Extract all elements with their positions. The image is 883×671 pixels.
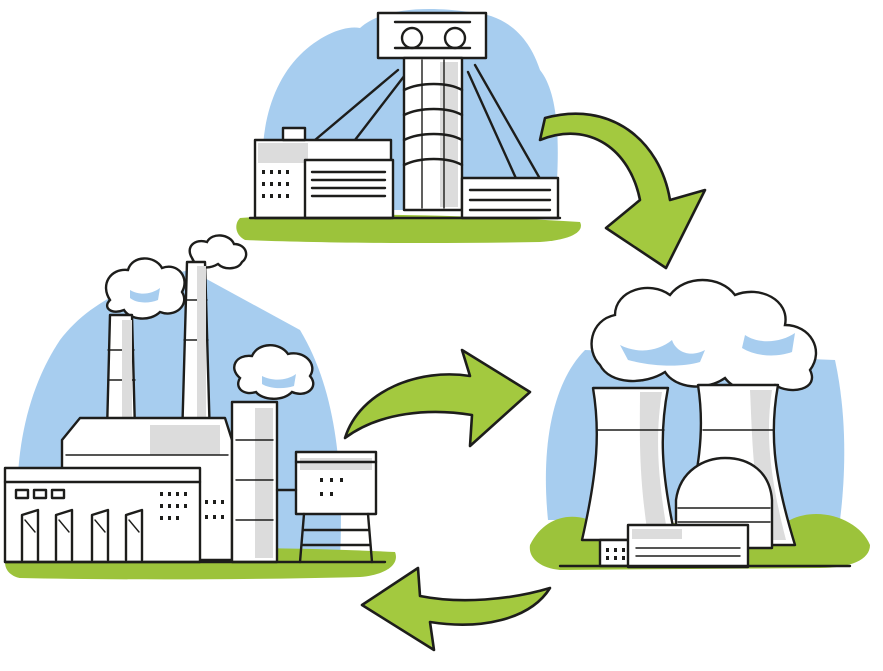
tank-windows <box>320 478 343 496</box>
nuclear-steam-cloud <box>590 278 817 393</box>
mine-windows <box>262 170 289 198</box>
mine-wheel-right <box>443 26 467 50</box>
mine-right-building <box>460 176 560 220</box>
nuclear-windows <box>606 548 625 560</box>
mine-headframe <box>236 8 581 244</box>
nuclear-power-plant <box>529 278 870 570</box>
industrial-factory <box>3 234 396 580</box>
mine-ground <box>236 214 581 244</box>
factory-smoke <box>104 234 315 400</box>
arrow-nuclear-to-factory <box>360 566 552 652</box>
factory-windows <box>160 492 224 520</box>
mine-headframe-leg-left-inner <box>353 73 407 142</box>
mine-headframe-leg-left <box>313 68 400 142</box>
arrow-mine-to-nuclear <box>538 112 707 270</box>
mine-wheel-left <box>400 26 424 50</box>
factory-arched-windows <box>20 508 144 562</box>
arrow-factory-to-nuclear <box>343 348 532 448</box>
mine-wheel-house <box>376 11 488 60</box>
tank-stilts <box>298 512 374 564</box>
